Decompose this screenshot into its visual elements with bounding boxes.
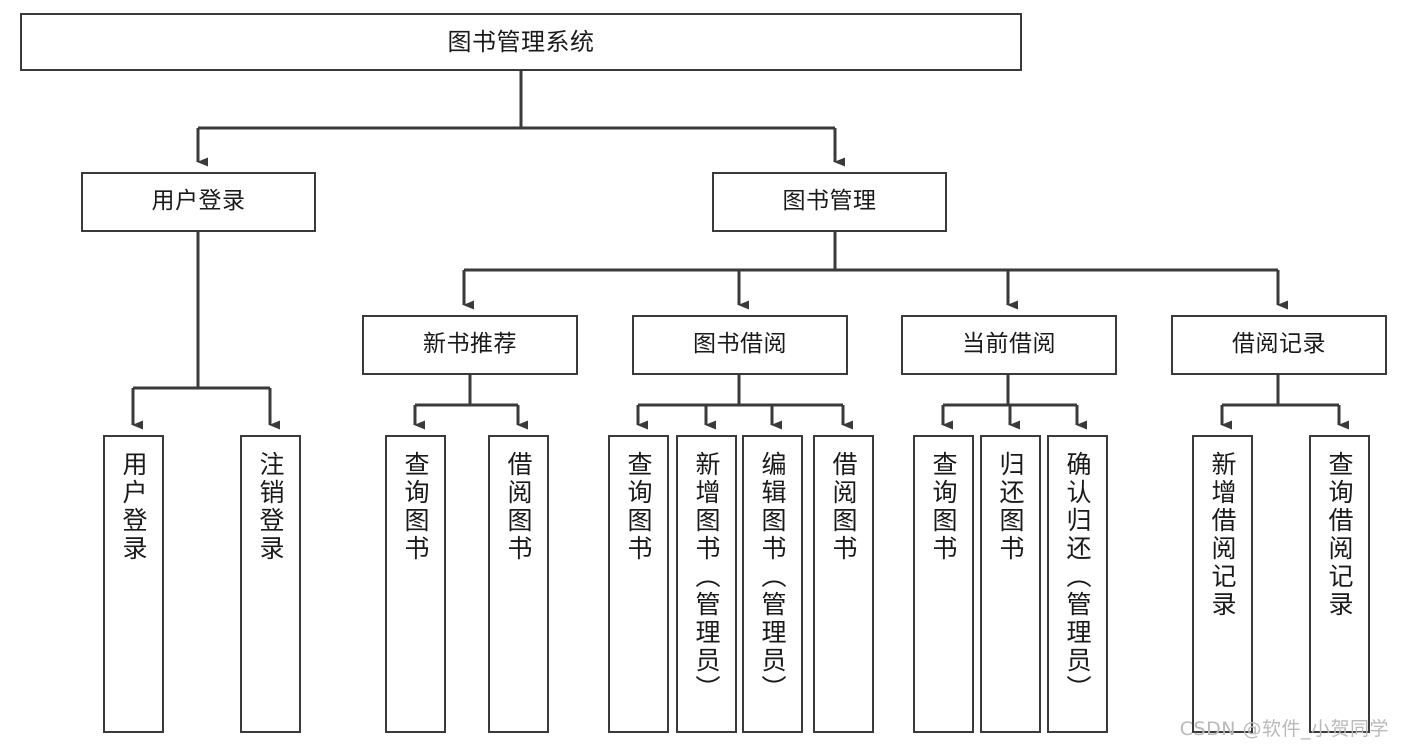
leaf-new-book-query-label: 查询图书 bbox=[401, 451, 430, 563]
node-book-borrow-label: 图书借阅 bbox=[693, 331, 787, 358]
leaf-current-query-book-label: 查询图书 bbox=[929, 451, 958, 563]
leaf-new-book-query[interactable]: 查询图书 bbox=[385, 435, 446, 733]
leaf-edit-book-admin[interactable]: 编辑图书（管理员） bbox=[742, 435, 803, 733]
leaf-return-book-label: 归还图书 bbox=[996, 451, 1025, 563]
leaf-add-borrow-record[interactable]: 新增借阅记录 bbox=[1192, 435, 1253, 733]
leaf-confirm-return-admin[interactable]: 确认归还（管理员） bbox=[1047, 435, 1108, 733]
node-user-login[interactable]: 用户登录 bbox=[81, 172, 316, 232]
leaf-user-login-label: 用户登录 bbox=[119, 451, 148, 563]
node-borrow-record[interactable]: 借阅记录 bbox=[1171, 315, 1387, 375]
leaf-query-borrow-record[interactable]: 查询借阅记录 bbox=[1309, 435, 1370, 733]
node-current-borrow-label: 当前借阅 bbox=[962, 331, 1056, 358]
leaf-borrow-book[interactable]: 借阅图书 bbox=[813, 435, 874, 733]
node-borrow-record-label: 借阅记录 bbox=[1232, 331, 1326, 358]
leaf-add-borrow-record-label: 新增借阅记录 bbox=[1208, 451, 1237, 619]
node-book-management-label: 图书管理 bbox=[782, 188, 877, 215]
node-new-book-recommend-label: 新书推荐 bbox=[423, 331, 517, 358]
node-current-borrow[interactable]: 当前借阅 bbox=[901, 315, 1117, 375]
leaf-new-book-borrow-label: 借阅图书 bbox=[504, 451, 533, 563]
node-book-management[interactable]: 图书管理 bbox=[712, 172, 947, 232]
node-root-book-management-system[interactable]: 图书管理系统 bbox=[20, 13, 1022, 71]
leaf-new-book-borrow[interactable]: 借阅图书 bbox=[488, 435, 549, 733]
node-book-borrow[interactable]: 图书借阅 bbox=[632, 315, 848, 375]
leaf-logout-label: 注销登录 bbox=[256, 451, 285, 563]
node-user-login-label: 用户登录 bbox=[151, 188, 246, 215]
leaf-query-borrow-record-label: 查询借阅记录 bbox=[1325, 451, 1354, 619]
leaf-confirm-return-admin-label: 确认归还（管理员） bbox=[1063, 451, 1092, 703]
leaf-borrow-book-label: 借阅图书 bbox=[829, 451, 858, 563]
leaf-borrow-query-book-label: 查询图书 bbox=[624, 451, 653, 563]
leaf-add-book-admin[interactable]: 新增图书（管理员） bbox=[676, 435, 737, 733]
node-root-label: 图书管理系统 bbox=[447, 27, 595, 56]
leaf-user-login[interactable]: 用户登录 bbox=[103, 435, 164, 733]
leaf-logout[interactable]: 注销登录 bbox=[240, 435, 301, 733]
leaf-borrow-query-book[interactable]: 查询图书 bbox=[608, 435, 669, 733]
node-new-book-recommend[interactable]: 新书推荐 bbox=[362, 315, 578, 375]
leaf-return-book[interactable]: 归还图书 bbox=[980, 435, 1041, 733]
leaf-current-query-book[interactable]: 查询图书 bbox=[913, 435, 974, 733]
leaf-add-book-admin-label: 新增图书（管理员） bbox=[692, 451, 721, 703]
leaf-edit-book-admin-label: 编辑图书（管理员） bbox=[758, 451, 787, 703]
